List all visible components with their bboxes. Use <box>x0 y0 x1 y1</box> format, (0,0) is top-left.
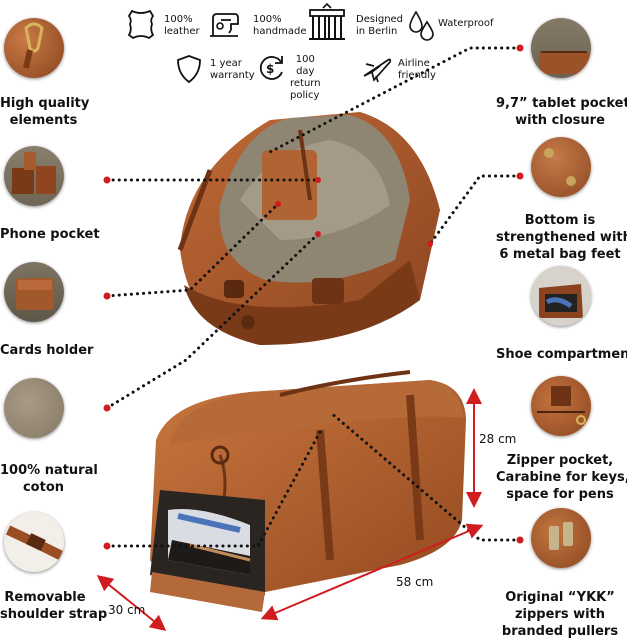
detail-circle-ykk-zippers <box>531 508 591 568</box>
label-line: High quality <box>0 96 90 111</box>
label-line: Phone pocket <box>0 227 100 242</box>
right-label-4: Zipper pocket, Carabine for keys, space … <box>496 452 627 503</box>
feature-text-line1: 100% <box>164 14 193 25</box>
left-label-4: 100% natural coton <box>0 462 98 496</box>
detail-circle-hardware <box>4 18 64 78</box>
label-line: Shoe compartment <box>496 347 627 362</box>
leather-hide-icon <box>126 8 156 40</box>
feature-text-line2: handmade <box>253 26 307 37</box>
left-label-2: Phone pocket <box>0 226 100 243</box>
shield-icon <box>176 54 202 84</box>
feature-text-line1: 100% <box>253 14 282 25</box>
label-line: Bottom is <box>524 213 596 228</box>
right-label-2: Bottom is strengthened with 6 metal bag … <box>496 212 627 263</box>
right-label-5: Original “YKK” zippers with branded pull… <box>496 589 624 640</box>
left-label-5: Removable shoulder strap <box>0 589 108 623</box>
right-label-3: Shoe compartment <box>496 346 627 363</box>
label-line: strengthened with <box>496 230 627 245</box>
feature-text-line1: Airline <box>398 58 430 69</box>
dimension-length: 58 cm <box>396 575 434 589</box>
label-line: Cards holder <box>0 343 94 358</box>
detail-circle-shoe-compartment <box>531 266 591 326</box>
label-line: 9,7” tablet pocket <box>496 96 627 111</box>
return-cycle-icon: $ <box>256 52 286 84</box>
svg-text:$: $ <box>266 62 274 76</box>
right-label-1: 9,7” tablet pocket with closure <box>496 95 627 129</box>
label-line: coton <box>22 480 65 495</box>
detail-circle-tablet-pocket <box>531 18 591 78</box>
label-line: 6 metal bag feet <box>499 247 621 262</box>
label-line: 100% natural <box>0 463 98 478</box>
feature-text-line1: Designed <box>356 14 404 25</box>
feature-text-line2: in Berlin <box>356 26 398 37</box>
dimension-depth: 30 cm <box>108 603 146 617</box>
feature-text-line1: 100 day <box>295 54 315 77</box>
callout-endpoints <box>103 44 524 550</box>
feature-text-line2: return policy <box>290 78 321 101</box>
label-line: Removable <box>4 590 86 605</box>
open-bag-illustration <box>177 112 440 345</box>
label-line: Carabine for keys, <box>496 470 627 485</box>
detail-circle-shoulder-strap <box>4 512 64 572</box>
label-line: Zipper pocket, <box>506 453 614 468</box>
detail-circle-bag-feet <box>531 137 591 197</box>
feature-text-line2: warranty <box>210 70 255 81</box>
brandenburg-gate-icon <box>306 2 348 42</box>
dimension-height: 28 cm <box>479 432 517 446</box>
detail-circle-phone-pocket <box>4 146 64 206</box>
label-line: shoulder strap <box>0 607 108 622</box>
label-line: zippers with <box>514 607 606 622</box>
callout-lines <box>105 46 522 548</box>
airplane-icon <box>360 54 392 84</box>
label-line: branded pullers <box>501 624 619 639</box>
label-line: with closure <box>515 113 605 128</box>
label-line: elements <box>9 113 78 128</box>
label-line: Original “YKK” <box>505 590 615 605</box>
sewing-machine-icon <box>207 10 241 40</box>
water-drops-icon <box>408 10 436 42</box>
left-label-1: High quality elements <box>0 95 90 129</box>
dimension-arrows <box>96 388 484 632</box>
detail-circle-cards-holder <box>4 262 64 322</box>
feature-text-line2: leather <box>164 26 200 37</box>
feature-text-line1: 1 year <box>210 58 242 69</box>
closed-bag-illustration <box>150 370 466 612</box>
detail-circle-zipper-pocket <box>531 376 591 436</box>
label-line: space for pens <box>506 487 614 502</box>
feature-text-line1: Waterproof <box>438 18 494 29</box>
detail-circle-coton <box>4 378 64 438</box>
left-label-3: Cards holder <box>0 342 94 359</box>
